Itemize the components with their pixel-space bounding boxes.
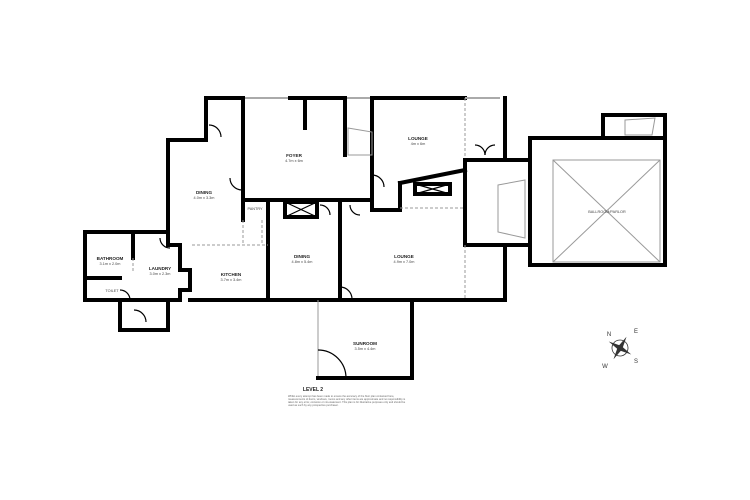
room-size: 3.5m x 4.4m xyxy=(355,347,376,351)
disclaimer: Whilst every attempt has been made to en… xyxy=(288,395,406,407)
room-size: 4.0m x 3.3m xyxy=(194,196,215,200)
room-name: DINING xyxy=(196,190,213,195)
room-name: FOYER xyxy=(286,153,303,158)
walls xyxy=(83,96,667,380)
room-name: TOILET xyxy=(105,289,119,293)
room-size: 3.7m x 3.4m xyxy=(221,278,242,282)
room-size: 4.8m x 5.4m xyxy=(292,260,313,264)
room-name: LOUNGE xyxy=(394,254,414,259)
room-name: LOUNGE xyxy=(408,136,428,141)
room-name: DINING xyxy=(294,254,311,259)
room-name: SUNROOM xyxy=(353,341,377,346)
room-name: BATHROOM xyxy=(97,256,124,261)
room-name: LAUNDRY xyxy=(149,266,171,271)
room-size: 3.0m x 2.3m xyxy=(150,272,171,276)
room-name: KITCHEN xyxy=(221,272,242,277)
room-size: 3.1m x 2.0m xyxy=(100,262,121,266)
room-name: PANTRY xyxy=(247,207,263,211)
room-name: BALLROOM/PARLOR xyxy=(588,210,626,214)
room-size: 4.7m x 6m xyxy=(285,159,303,163)
compass-e: E xyxy=(634,329,638,335)
compass-icon xyxy=(608,336,632,360)
compass-w: W xyxy=(602,364,608,370)
level-label: LEVEL 2 xyxy=(303,387,323,393)
compass-n: N xyxy=(607,332,611,338)
compass-s: S xyxy=(634,359,638,365)
room-labels: FOYER 4.7m x 6m LOUNGE 4m x 6m DINING 4.… xyxy=(97,136,626,351)
room-size: 4.9m x 7.0m xyxy=(394,260,415,264)
room-size: 4m x 6m xyxy=(411,142,426,146)
